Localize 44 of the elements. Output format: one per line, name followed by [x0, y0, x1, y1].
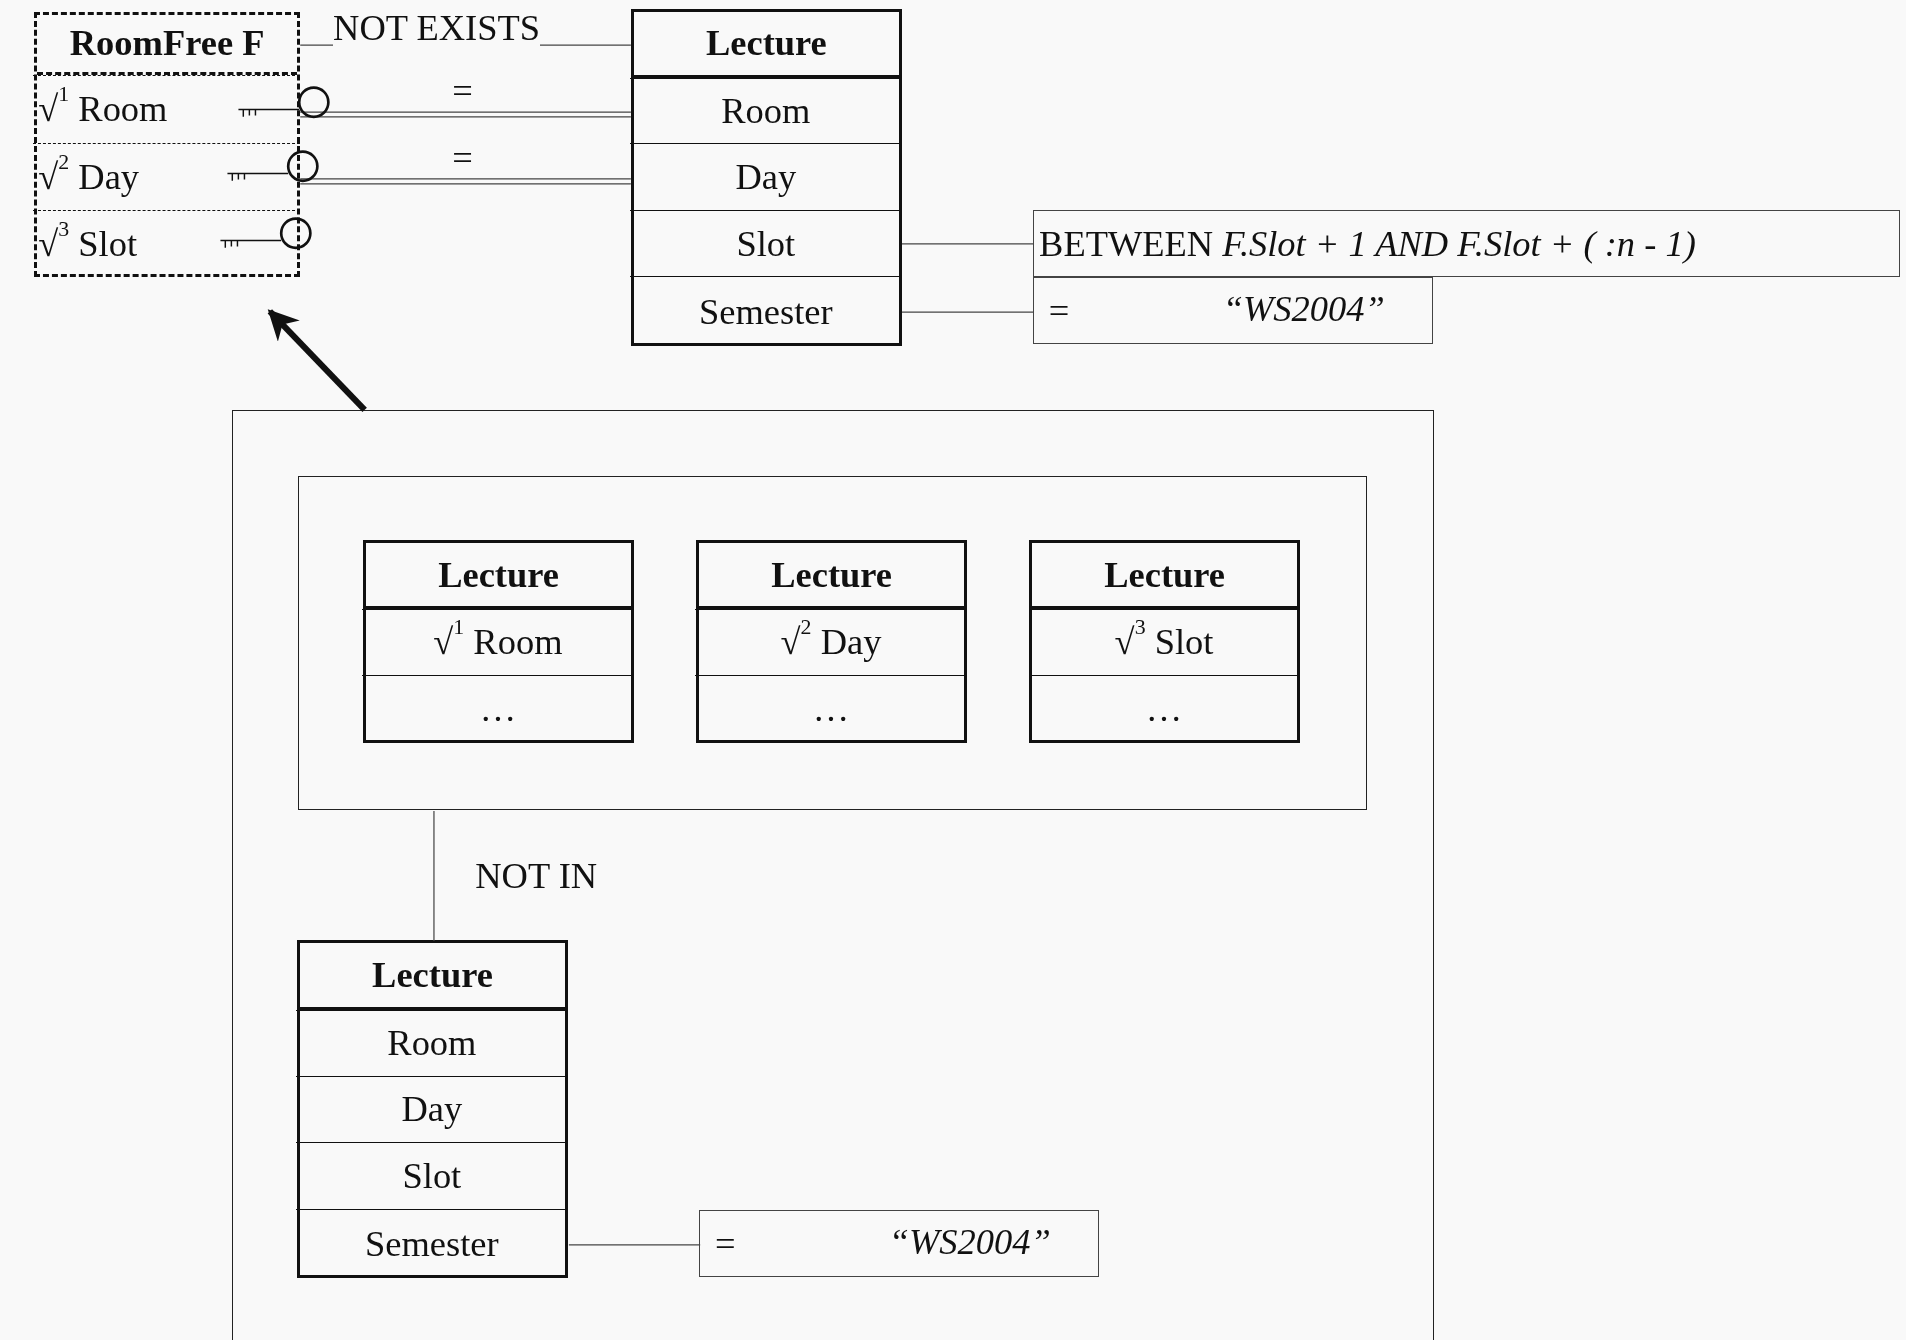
table-title: RoomFree F — [37, 15, 298, 75]
connector-line — [901, 311, 1034, 313]
table-box — [696, 540, 968, 744]
table-box — [297, 940, 569, 1278]
table-title: Lecture — [633, 11, 899, 79]
table-box — [1029, 540, 1301, 744]
condition-box — [1033, 277, 1434, 344]
value-text: “WS2004” — [888, 1220, 1051, 1263]
table-box — [363, 540, 635, 744]
operator-text: = — [1048, 290, 1070, 333]
table-row: … — [695, 674, 967, 743]
connector-line — [568, 1244, 701, 1246]
table-row: √$^{3}$ Slot — [1028, 609, 1300, 675]
table-row: … — [362, 674, 634, 743]
connector-line — [433, 810, 435, 942]
table-row: √$^{2}$ Day — [33, 142, 300, 210]
table-row: √$^{2}$ Day — [695, 609, 967, 675]
table-box — [34, 12, 301, 278]
table-row: √$^{1}$ Room — [33, 74, 300, 143]
connector-line — [299, 111, 632, 118]
table-title: Lecture — [366, 543, 632, 610]
condition-box — [699, 1209, 1100, 1277]
group-frame — [298, 475, 1367, 810]
table-row: Semester — [296, 1209, 568, 1278]
value-text: “WS2004” — [1222, 287, 1385, 330]
table-row: Slot — [630, 209, 902, 277]
condition-box: BETWEEN F.Slot + 1 AND F.Slot + ( :n - 1) — [1033, 210, 1900, 278]
table-title: Lecture — [300, 943, 566, 1010]
table-title: Lecture — [699, 543, 965, 610]
operator-text: = — [714, 1223, 736, 1265]
table-row: Slot — [296, 1142, 568, 1210]
table-row: Room — [296, 1009, 568, 1076]
table-row: √$^{1}$ Room — [362, 609, 634, 675]
table-box — [630, 8, 902, 347]
connector-line — [299, 178, 632, 185]
table-row: Semester — [630, 276, 902, 346]
table-row: Room — [630, 78, 902, 143]
arrow — [267, 309, 367, 412]
table-row: Day — [296, 1075, 568, 1143]
connector-line — [901, 243, 1034, 245]
table-row: … — [1028, 674, 1300, 743]
table-title: Lecture — [1032, 543, 1298, 610]
table-row: Day — [630, 142, 902, 210]
table-row: √$^{3}$ Slot — [33, 209, 300, 277]
